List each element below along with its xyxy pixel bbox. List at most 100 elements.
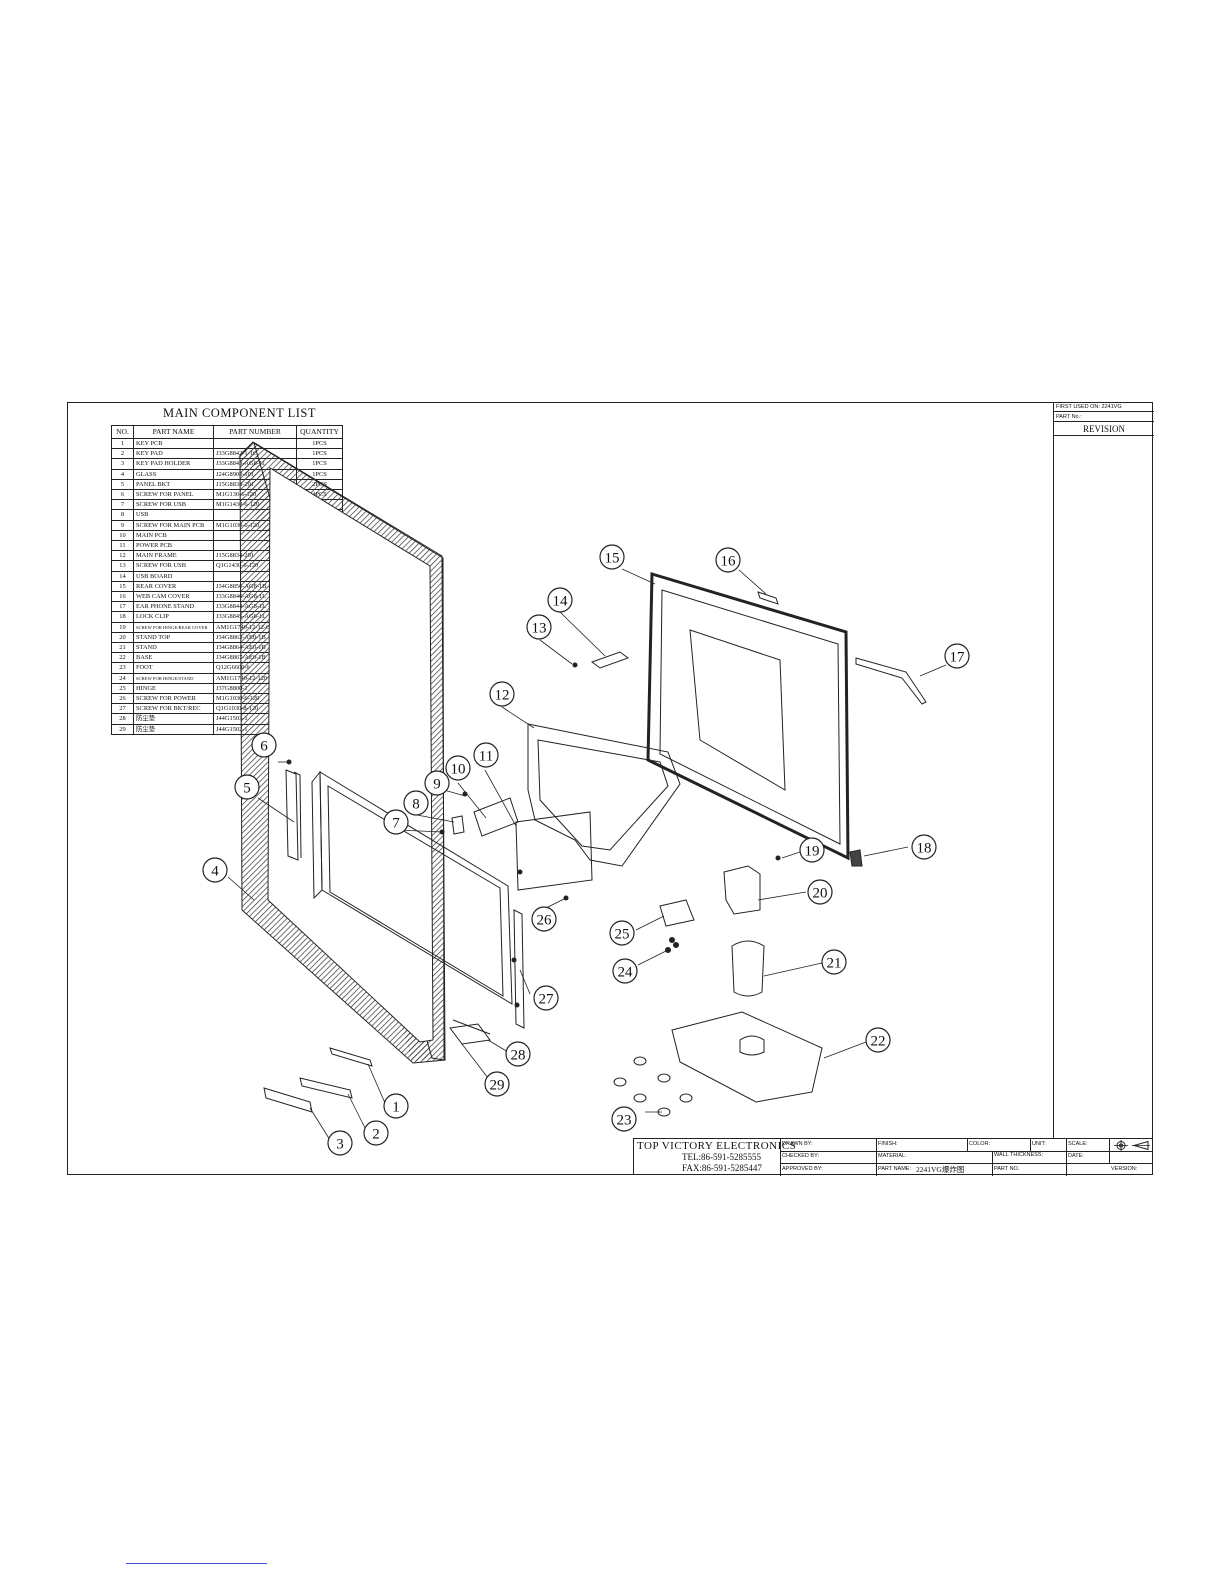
callout-number: 7 (392, 816, 400, 832)
part-no-label: PART No.: (1054, 412, 1154, 422)
stand-part (731, 940, 765, 997)
footer-link-underline (126, 1563, 267, 1564)
glass-part (238, 441, 446, 1064)
cell-quantity: 1PCS (296, 437, 343, 450)
color-label: COLOR: (969, 1141, 991, 1147)
callout-circle (609, 920, 635, 946)
callout-balloon: 28 (505, 1041, 531, 1067)
company-name: TOP VICTORY ELECTRONICS (637, 1140, 797, 1152)
cell-quantity: 1PCS (296, 458, 343, 470)
callout-balloon: 2 (363, 1120, 389, 1146)
callout-balloon: 24 (612, 958, 638, 984)
key-pcb-part (329, 1047, 373, 1067)
callout-number: 25 (615, 927, 630, 943)
key-pad-part (299, 1077, 353, 1099)
revision-label: REVISION (1054, 422, 1154, 436)
callout-number: 9 (433, 777, 441, 793)
callout-circle (489, 681, 515, 707)
callout-circle (799, 837, 825, 863)
callout-circle (547, 587, 573, 613)
part-name-value: 2241VG爆炸图 (916, 1165, 965, 1174)
unit-label: UNIT: (1032, 1141, 1046, 1147)
callout-number: 19 (805, 844, 820, 860)
callout-number: 13 (532, 621, 547, 637)
callout-circle (821, 949, 847, 975)
callout-number: 3 (336, 1137, 344, 1153)
power-pcb-part (515, 811, 593, 891)
drawing-sheet-border (67, 402, 1153, 1175)
date-label: DATE: (1068, 1153, 1084, 1159)
callout-balloon: 22 (865, 1027, 891, 1053)
callout-number: 10 (451, 762, 466, 778)
callout-circle (505, 1041, 531, 1067)
callout-circle (865, 1027, 891, 1053)
callout-balloon: 23 (611, 1106, 637, 1132)
callout-number: 29 (490, 1078, 505, 1094)
stand-top-part (723, 865, 761, 915)
callout-balloon: 3 (327, 1130, 353, 1156)
callout-balloon: 19 (799, 837, 825, 863)
callout-circle (944, 643, 970, 669)
callout-number: 20 (813, 886, 828, 902)
main-frame-part (527, 723, 681, 867)
callout-circle (807, 879, 833, 905)
callout-number: 14 (553, 594, 569, 610)
callout-balloon: 27 (533, 985, 559, 1011)
company-fax: FAX:86-591-5285447 (682, 1163, 762, 1173)
cell-quantity: 1PCS (296, 448, 343, 460)
callout-number: 17 (950, 650, 966, 666)
callout-balloon: 21 (821, 949, 847, 975)
hinge-part (659, 899, 695, 927)
callout-circle (403, 790, 429, 816)
part-no-label-tb: PART NO. (994, 1166, 1020, 1172)
lock-clip-part (849, 849, 863, 867)
callout-balloon: 9 (424, 770, 450, 796)
callout-circle (533, 985, 559, 1011)
checked-by-label: CHECKED BY: (782, 1153, 819, 1159)
callout-number: 11 (479, 749, 493, 765)
callout-circle (234, 774, 260, 800)
callout-balloon: 17 (944, 643, 970, 669)
approved-by-label: APPROVED BY: (782, 1166, 823, 1172)
callout-balloon: 5 (234, 774, 260, 800)
title-block: DRAWN BY: CHECKED BY: APPROVED BY: FINIS… (633, 1138, 1153, 1176)
callout-balloon: 1 (383, 1093, 409, 1119)
callout-circle (383, 809, 409, 835)
usb-part (451, 815, 465, 835)
callout-balloon: 16 (715, 547, 741, 573)
callout-number: 15 (605, 551, 620, 567)
panel-bkt-left (285, 769, 299, 861)
callout-circle (612, 958, 638, 984)
key-pad-holder-part (263, 1087, 313, 1113)
callout-circle (251, 732, 277, 758)
callout-circle (531, 906, 557, 932)
part-name-label: PART NAME: (878, 1166, 912, 1172)
callout-number: 22 (871, 1034, 886, 1050)
first-used-label: FIRST USED ON: (1056, 404, 1100, 410)
callout-circle (611, 1106, 637, 1132)
ear-phone-stand-part (855, 657, 927, 705)
component-list-title: MAIN COMPONENT LIST (163, 406, 317, 420)
callout-number: 21 (827, 956, 842, 972)
callout-number: 27 (539, 992, 555, 1008)
scale-label: SCALE: (1068, 1141, 1088, 1147)
finish-label: FINISH: (878, 1141, 898, 1147)
callout-circle (911, 834, 937, 860)
callout-balloon: 20 (807, 879, 833, 905)
callout-number: 24 (618, 965, 634, 981)
version-label: VERSION: (1111, 1166, 1138, 1172)
usb-board-part (590, 651, 630, 669)
revision-column: FIRST USED ON: 2241VG PART No.: REVISION (1053, 402, 1154, 1138)
callout-number: 4 (211, 864, 219, 880)
callout-circle (383, 1093, 409, 1119)
callout-number: 16 (721, 554, 737, 570)
callout-number: 18 (917, 841, 932, 857)
callout-circle (363, 1120, 389, 1146)
callout-circle (484, 1071, 510, 1097)
company-tel: TEL:86-591-5285555 (682, 1152, 761, 1162)
projection-symbol-icon (1114, 1140, 1150, 1151)
wall-thickness-label: WALL THICKNESS: (994, 1152, 1044, 1158)
rear-cover-part (646, 571, 850, 861)
base-part (671, 1011, 823, 1103)
